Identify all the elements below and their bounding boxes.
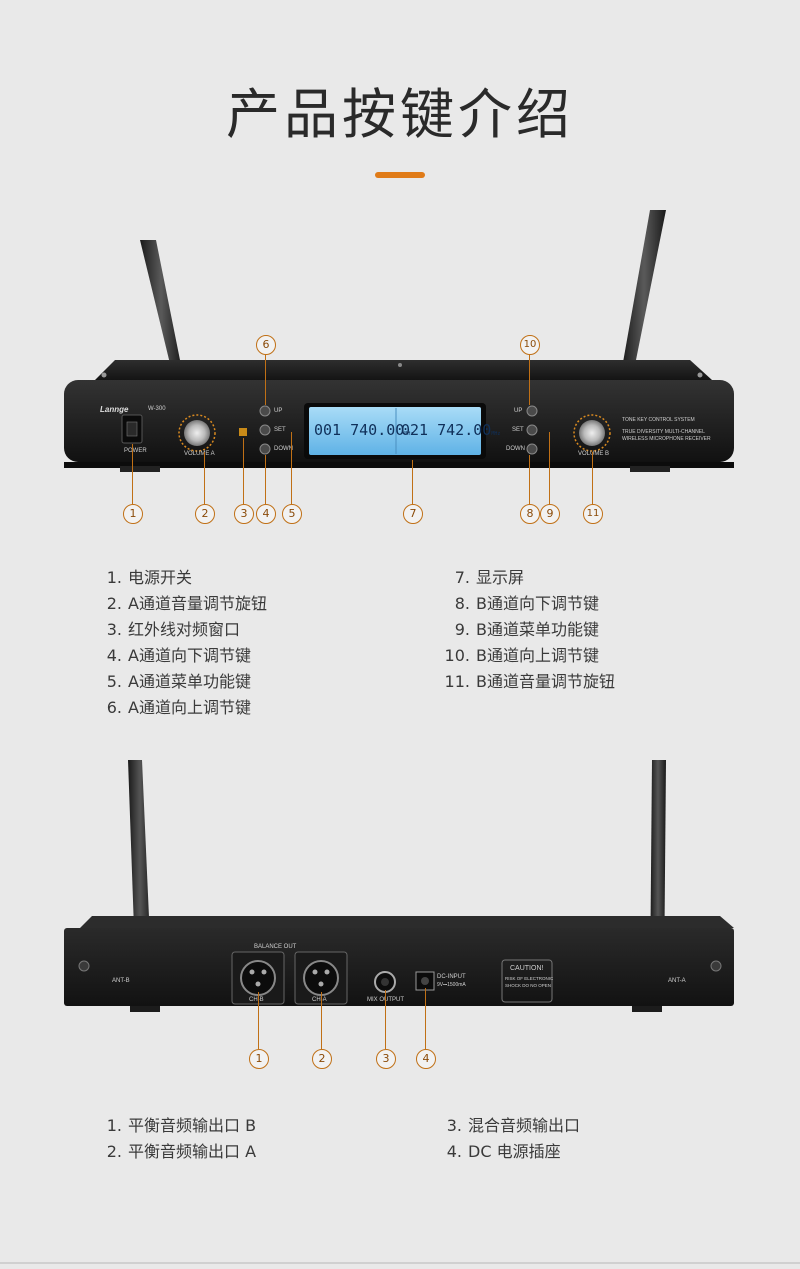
- lead-line: [258, 992, 260, 1049]
- antenna-right: [622, 210, 666, 370]
- list-item: 1.电源开关: [106, 568, 193, 587]
- list-item: 8.B通道向下调节键: [454, 594, 599, 613]
- caution-line-2: SHOCK DO NO OPEN: [505, 983, 552, 988]
- lead-line: [529, 355, 531, 405]
- front-callout-5: 5: [282, 504, 302, 524]
- up-b-label: UP: [514, 408, 523, 414]
- list-item: 3.混合音频输出口: [446, 1116, 581, 1135]
- ch-a-label: CH-A: [312, 997, 327, 1003]
- ch-b-label: CH-B: [249, 997, 264, 1003]
- front-feature-list-right: 7.显示屏 8.B通道向下调节键 9.B通道菜单功能键 10.B通道向上调节键 …: [440, 565, 615, 695]
- list-item: 6.A通道向上调节键: [106, 698, 251, 717]
- front-callout-7: 7: [403, 504, 423, 524]
- front-callout-4: 4: [256, 504, 276, 524]
- set-a-label: SET: [274, 427, 286, 433]
- lcd-a-unit: MHz: [404, 431, 414, 437]
- lead-line: [549, 432, 551, 504]
- front-callout-6: 6: [256, 335, 276, 355]
- lead-line: [385, 990, 387, 1049]
- list-item: 7.显示屏: [454, 568, 525, 587]
- front-callout-2: 2: [195, 504, 215, 524]
- rear-callout-4: 4: [416, 1049, 436, 1069]
- ant-b-label: ANT-B: [112, 978, 130, 984]
- list-item: 1.平衡音频输出口 B: [106, 1116, 257, 1135]
- dc-input-label: DC-INPUT: [437, 974, 466, 980]
- rear-feature-list-right: 3.混合音频输出口 4.DC 电源插座: [432, 1113, 580, 1165]
- balance-out-label: BALANCE OUT: [254, 944, 297, 950]
- rear-callout-1: 1: [249, 1049, 269, 1069]
- volume-b-label: VOLUME B: [578, 451, 610, 457]
- lead-line: [592, 452, 594, 504]
- rear-feature-list-left: 1.平衡音频输出口 B 2.平衡音频输出口 A: [92, 1113, 256, 1165]
- list-item: 11.B通道音量调节旋钮: [444, 672, 615, 691]
- lead-line: [265, 355, 267, 405]
- lcd-b-freq: 742.00: [437, 421, 492, 439]
- list-item: 4.DC 电源插座: [446, 1142, 561, 1161]
- rear-callout-3: 3: [376, 1049, 396, 1069]
- model-label: W-300: [148, 406, 166, 412]
- down-a-label: DOWN: [274, 446, 293, 452]
- set-b-label: SET: [512, 427, 524, 433]
- front-feature-list-left: 1.电源开关 2.A通道音量调节旋钮 3.红外线对频窗口 4.A通道向下调节键 …: [92, 565, 267, 721]
- info-line-2: TRUE DIVERSITY MULTI-CHANNEL: [622, 429, 705, 435]
- front-callout-9: 9: [540, 504, 560, 524]
- power-label: POWER: [124, 448, 147, 454]
- caution-title: CAUTION!: [510, 965, 544, 972]
- lcd-b-readout: 021 742.00MHz: [401, 421, 500, 439]
- caution-line-1: RISK OF ELECTRONIC: [505, 976, 554, 981]
- lead-line: [265, 455, 267, 504]
- lead-line: [321, 992, 323, 1049]
- lcd-a-freq: 740.00: [350, 421, 405, 439]
- info-line-1: TONE KEY CONTROL SYSTEM: [622, 417, 695, 423]
- lcd-a-readout: 001 740.00MHz: [314, 421, 413, 439]
- front-callout-10: 10: [520, 335, 540, 355]
- antenna-left: [140, 240, 182, 372]
- lead-line: [243, 438, 245, 504]
- lead-line: [412, 460, 414, 504]
- title-accent-bar: [375, 172, 425, 178]
- lcd-b-channel: 021: [401, 421, 429, 439]
- front-panel-image: [64, 210, 734, 472]
- down-b-label: DOWN: [506, 446, 525, 452]
- rear-callout-2: 2: [312, 1049, 332, 1069]
- volume-a-label: VOLUME A: [184, 451, 215, 457]
- lead-line: [204, 452, 206, 504]
- lcd-b-unit: MHz: [491, 431, 501, 437]
- brand-logo: Lannge: [100, 405, 129, 414]
- up-a-label: UP: [274, 408, 283, 414]
- list-item: 10.B通道向上调节键: [444, 646, 599, 665]
- lead-line: [291, 432, 293, 504]
- list-item: 3.红外线对频窗口: [106, 620, 241, 639]
- lcd-a-channel: 001: [314, 421, 342, 439]
- bottom-divider: [0, 1262, 800, 1264]
- front-callout-8: 8: [520, 504, 540, 524]
- list-item: 4.A通道向下调节键: [106, 646, 251, 665]
- front-callout-11: 11: [583, 504, 603, 524]
- lead-line: [425, 988, 427, 1049]
- lead-line: [132, 444, 134, 504]
- ant-a-label: ANT-A: [668, 978, 686, 984]
- list-item: 2.A通道音量调节旋钮: [106, 594, 267, 613]
- info-line-3: WIRELESS MICROPHONE RECEIVER: [622, 436, 711, 442]
- dc-rating-label: 9V⎓1500mA: [437, 982, 466, 988]
- front-callout-1: 1: [123, 504, 143, 524]
- list-item: 2.平衡音频输出口 A: [106, 1142, 257, 1161]
- front-callout-3: 3: [234, 504, 254, 524]
- rear-panel-image: [64, 760, 734, 1012]
- list-item: 5.A通道菜单功能键: [106, 672, 251, 691]
- page-title: 产品按键介绍: [226, 83, 574, 146]
- lead-line: [529, 455, 531, 504]
- list-item: 9.B通道菜单功能键: [454, 620, 599, 639]
